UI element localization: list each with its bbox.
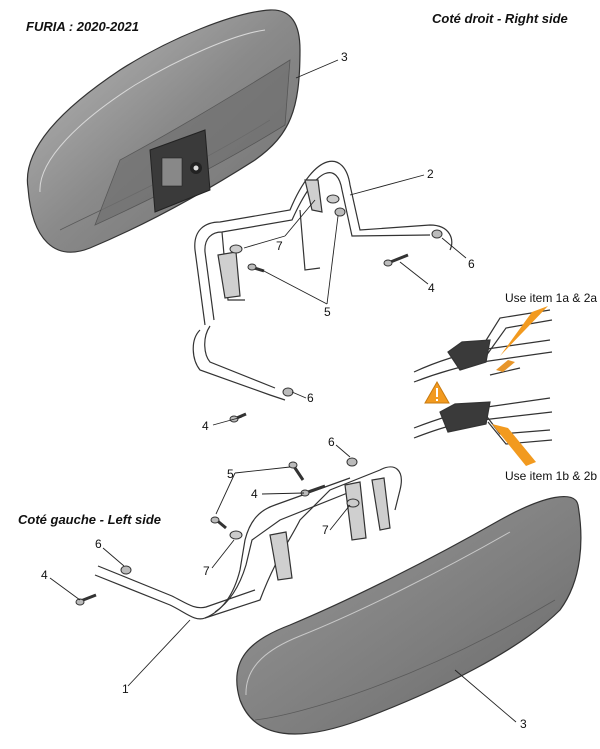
callout-rs-cap-a: 6 (468, 257, 475, 271)
leader-lines (49, 59, 517, 723)
callout-ls-pad: 3 (520, 717, 527, 731)
left-side-label: Coté gauche - Left side (18, 512, 162, 527)
detail-upper (413, 309, 553, 383)
callout-rs-pad: 3 (341, 50, 348, 64)
callout-rs-washer: 7 (276, 239, 283, 253)
callout-rs-bolt-b: 4 (428, 281, 435, 295)
note-upper: Use item 1a & 2a (505, 291, 598, 305)
right-side-pad (26, 9, 301, 253)
callout-ls-cap-a: 6 (328, 435, 335, 449)
left-side-pad (236, 496, 582, 735)
right-side-hardware (229, 194, 443, 423)
note-lower: Use item 1b & 2b (505, 469, 598, 483)
right-side-frame (192, 160, 453, 401)
right-side-label: Coté droit - Right side (432, 11, 568, 26)
callout-ls-bolt-a: 5 (227, 467, 234, 481)
callout-ls-washer-b: 7 (203, 564, 210, 578)
callout-rs-bolt-a: 5 (324, 305, 331, 319)
lower-pointer (492, 424, 536, 466)
callout-rs-cap-b: 6 (307, 391, 314, 405)
callout-ls-bolt-c: 4 (41, 568, 48, 582)
callout-ls-bolt-b: 4 (251, 487, 258, 501)
left-side-frame (94, 466, 402, 620)
callout-ls-washer-a: 7 (322, 523, 329, 537)
callout-rs-bolt-c: 4 (202, 419, 209, 433)
warning-icon (424, 380, 450, 404)
callout-ls-cap-b: 6 (95, 537, 102, 551)
callout-ls-frame: 1 (122, 682, 129, 696)
model-title: FURIA : 2020-2021 (26, 19, 139, 34)
callout-labels: 3 2 7 5 4 6 6 4 6 5 4 7 7 6 4 1 3 (41, 50, 527, 731)
left-side-hardware (75, 457, 360, 606)
detail-lower (413, 397, 553, 448)
upper-pointer (500, 306, 548, 356)
callout-rs-frame: 2 (427, 167, 434, 181)
